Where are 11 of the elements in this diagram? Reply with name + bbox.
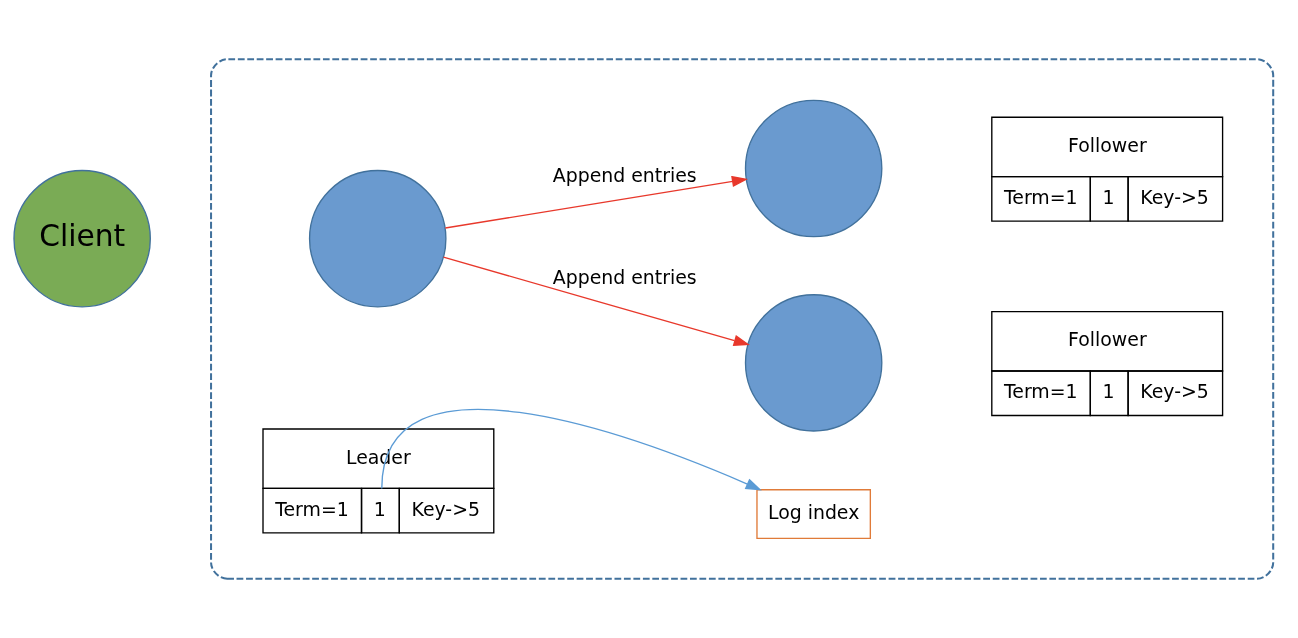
arrow [444, 175, 749, 229]
node-box: Log index [756, 489, 871, 539]
node-circle: Client [13, 169, 151, 308]
node-circle [744, 99, 883, 238]
cluster [210, 58, 1275, 580]
node-circle [744, 294, 883, 432]
arrow [442, 256, 750, 346]
edge-label: Append entries [552, 265, 697, 288]
edge-label: Append entries [552, 164, 697, 187]
node-circle [308, 169, 447, 308]
arrow [381, 408, 762, 491]
